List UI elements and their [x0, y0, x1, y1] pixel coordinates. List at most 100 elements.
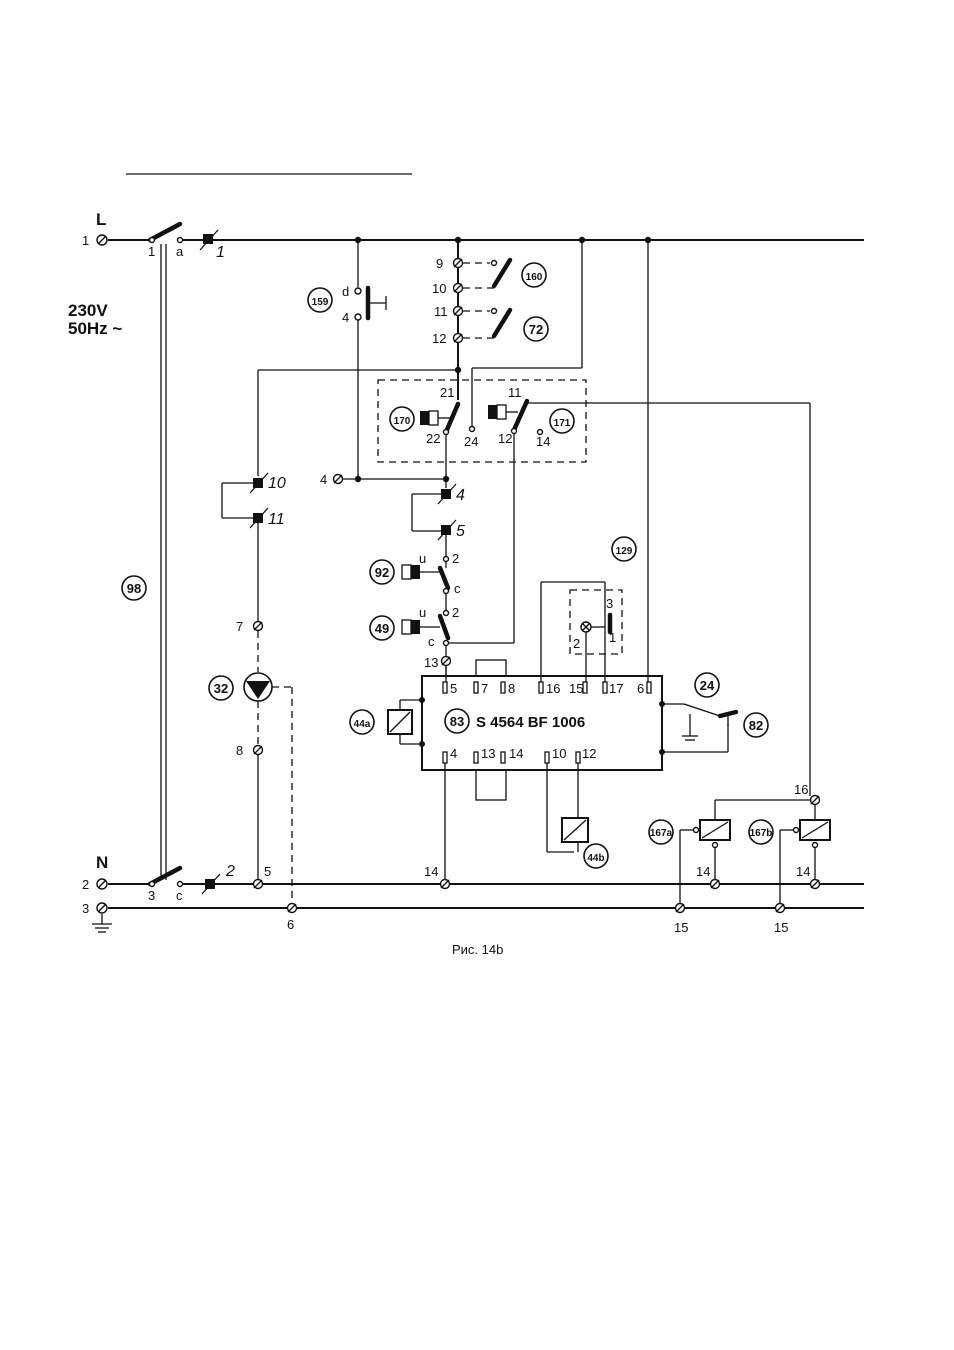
ignition-electrode-24: 24 [682, 673, 719, 740]
terminal-n14-a-label: 14 [696, 864, 710, 879]
neutral-label: N [96, 853, 108, 872]
terminal-n5-label: 5 [264, 864, 271, 879]
push-button-159 [368, 288, 386, 318]
module-pin-13: 13 [481, 746, 495, 761]
terminal-11 [454, 307, 463, 316]
terminal-n14-b-label: 14 [796, 864, 810, 879]
relay-171-pin-14: 14 [536, 434, 550, 449]
terminal-n5 [254, 880, 263, 889]
terminal-7 [254, 622, 263, 631]
switch-49-pin-2: 2 [452, 605, 459, 620]
switch-92: 92 [370, 557, 449, 594]
terminal-10-label: 10 [432, 281, 446, 296]
terminal-4 [334, 475, 343, 484]
switch-pin-1: 1 [148, 244, 155, 259]
sensor-129-pin-3: 3 [606, 596, 613, 611]
terminal-l-number: 1 [82, 233, 89, 248]
switch-pin-a: a [176, 244, 184, 259]
frequency-label: 50Hz ~ [68, 319, 122, 338]
pump-32: 32 [209, 673, 272, 701]
module-pin-14: 14 [509, 746, 523, 761]
terminal-n14-label: 14 [424, 864, 438, 879]
terminal-pe15-b-label: 15 [774, 920, 788, 935]
coil-44a: 44a [350, 710, 412, 734]
component-83-label: 83 [450, 714, 464, 729]
module-pin-10: 10 [552, 746, 566, 761]
bridge-7-8 [476, 660, 506, 676]
terminal-9 [454, 259, 463, 268]
connector-4-label: 4 [456, 487, 465, 504]
module-pin-16: 16 [546, 681, 560, 696]
component-82-label: 82 [749, 718, 763, 733]
component-49-label: 49 [375, 621, 389, 636]
module-pin-12: 12 [582, 746, 596, 761]
terminal-12 [454, 334, 463, 343]
module-pin-4: 4 [450, 746, 457, 761]
component-171-label: 171 [554, 418, 571, 429]
terminal-pe6-label: 6 [287, 917, 294, 932]
terminal-8-label: 8 [236, 743, 243, 758]
terminal-n [97, 879, 107, 889]
terminal-12-label: 12 [432, 331, 446, 346]
line-label: L [96, 210, 106, 229]
component-44b-label: 44b [587, 853, 604, 864]
terminal-7-label: 7 [236, 619, 243, 634]
terminal-n14-b [811, 880, 820, 889]
component-170-label: 170 [394, 416, 411, 427]
terminal-pe15-a [676, 904, 685, 913]
voltage-label: 230V [68, 301, 108, 320]
terminal-13 [442, 657, 451, 666]
relay-170: 170 [390, 404, 458, 435]
relay-170-pin-24: 24 [464, 434, 478, 449]
terminal-pe-number: 3 [82, 901, 89, 916]
figure-caption: Рис. 14b [452, 942, 503, 957]
relay-170-pin-22: 22 [426, 431, 440, 446]
component-167a-label: 167a [650, 828, 673, 839]
connector-5 [438, 520, 456, 540]
relay-171: 171 [488, 401, 574, 435]
terminal-4-label: 4 [320, 472, 327, 487]
terminal-n14 [441, 880, 450, 889]
relay-170-pin-21: 21 [440, 385, 454, 400]
terminal-11-label: 11 [434, 304, 448, 319]
sensor-129-pin-2: 2 [573, 636, 580, 651]
module-pin-15: 15 [569, 681, 583, 696]
module-pin-6: 6 [637, 681, 644, 696]
component-44a-label: 44a [354, 719, 371, 730]
bridge-13-14 [476, 770, 506, 800]
terminal-n14-a [711, 880, 720, 889]
switch-92-pin-2: 2 [452, 551, 459, 566]
button-159-pin-4: 4 [342, 310, 349, 325]
switch-49-pin-u: u [419, 605, 426, 620]
terminal-pe15-a-label: 15 [674, 920, 688, 935]
connector-10-label: 10 [268, 475, 286, 492]
flame-sensor-82: 82 [720, 712, 768, 737]
relay-coil-167a: 167a [649, 820, 730, 848]
coil-44b: 44b [562, 818, 608, 868]
connector-1-label: 1 [216, 244, 225, 261]
module-pin-17: 17 [609, 681, 623, 696]
terminal-pe6 [288, 904, 297, 913]
switch-49-pin-c: c [428, 634, 435, 649]
switch-92-pin-u: u [419, 551, 426, 566]
switch-pin-c: c [176, 888, 183, 903]
relay-171-pin-11: 11 [508, 385, 522, 400]
ground-icon [92, 914, 112, 932]
component-129-label: 129 [616, 546, 633, 557]
switch-pin-3: 3 [148, 888, 155, 903]
component-98-label: 98 [127, 581, 141, 596]
module-name: S 4564 BF 1006 [476, 714, 585, 731]
connector-2-label: 2 [225, 863, 235, 880]
component-160-label: 160 [526, 272, 543, 283]
module-pin-5: 5 [450, 681, 457, 696]
component-92-label: 92 [375, 565, 389, 580]
terminal-pe15-b [776, 904, 785, 913]
switch-160: 160 [463, 260, 546, 288]
module-pin-7: 7 [481, 681, 488, 696]
component-72-label: 72 [529, 322, 543, 337]
component-24-label: 24 [700, 678, 715, 693]
switch-92-pin-c: c [454, 581, 461, 596]
terminal-10 [454, 284, 463, 293]
terminal-l [97, 235, 107, 245]
terminal-n-number: 2 [82, 877, 89, 892]
